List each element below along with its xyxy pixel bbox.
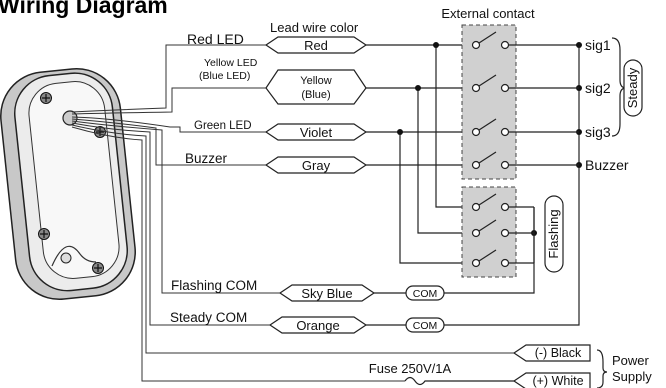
wire-color-sky-blue: Sky Blue	[301, 286, 352, 301]
screw-icon	[92, 262, 104, 274]
signal-label-sig3: sig3	[585, 124, 611, 140]
label-green-led: Green LED	[194, 120, 252, 132]
steady-tag	[623, 59, 643, 117]
com-tag-steady	[405, 317, 445, 333]
external-contact-heading: External contact	[441, 6, 535, 21]
power-pos-label: (+) White	[532, 374, 583, 388]
flashing-tag-text: Flashing	[546, 209, 561, 258]
label-yellow-led: Yellow LED	[204, 57, 258, 69]
switch-buzzer	[471, 151, 579, 170]
device-housing	[0, 67, 136, 301]
cable-bundle	[71, 44, 514, 382]
signal-label-sig1: sig1	[585, 37, 611, 53]
terminal-dot	[576, 42, 582, 48]
label-red-led: Red LED	[187, 31, 244, 47]
switch-flash-3	[471, 249, 534, 268]
fuse-label: Fuse 250V/1A	[369, 361, 452, 376]
signal-label-sig2: sig2	[585, 80, 611, 96]
junction-dot	[397, 129, 403, 135]
cable-grommet	[62, 110, 78, 126]
wire-color-red: Red	[304, 38, 328, 53]
wire-color-violet: Violet	[300, 125, 333, 140]
signal-label-buzzer: Buzzer	[585, 157, 629, 173]
lead-wire-color-heading: Lead wire color	[270, 20, 359, 35]
fuse-icon	[404, 376, 514, 386]
wire-color-blue: (Blue)	[301, 89, 330, 101]
switch-flash-2	[471, 219, 534, 238]
steady-tag-text: Steady	[625, 67, 640, 108]
screw-icon	[40, 92, 52, 104]
wire-color-orange: Orange	[296, 318, 339, 333]
power-neg-label: (-) Black	[535, 346, 582, 360]
power-supply-label-1: Power	[612, 353, 650, 368]
signal-wires	[366, 44, 580, 326]
switch-sig2	[471, 74, 579, 93]
label-steady-com: Steady COM	[170, 310, 247, 325]
com-flashing-text: COM	[413, 288, 438, 300]
steady-contact-box	[461, 24, 517, 180]
label-flashing-com: Flashing COM	[171, 278, 257, 293]
switch-sig3	[471, 118, 579, 137]
label-blue-led: (Blue LED)	[199, 70, 250, 82]
com-steady-text: COM	[413, 320, 438, 332]
junction-dot	[433, 42, 439, 48]
junction-dot	[415, 85, 421, 91]
wire-color-yellow: Yellow	[300, 75, 331, 87]
power-supply-label-2: Supply	[612, 369, 652, 384]
switch-flash-1	[471, 193, 534, 212]
flashing-tag	[544, 195, 564, 273]
switch-sig1	[471, 31, 579, 50]
com-tag-flashing	[405, 285, 445, 301]
wire-color-gray: Gray	[302, 158, 331, 173]
power-bracket	[596, 349, 608, 388]
diagram-title: Wiring Diagram	[0, 0, 168, 18]
screw-icon	[38, 228, 50, 240]
label-buzzer: Buzzer	[185, 151, 228, 166]
power-tag-black	[512, 344, 591, 362]
